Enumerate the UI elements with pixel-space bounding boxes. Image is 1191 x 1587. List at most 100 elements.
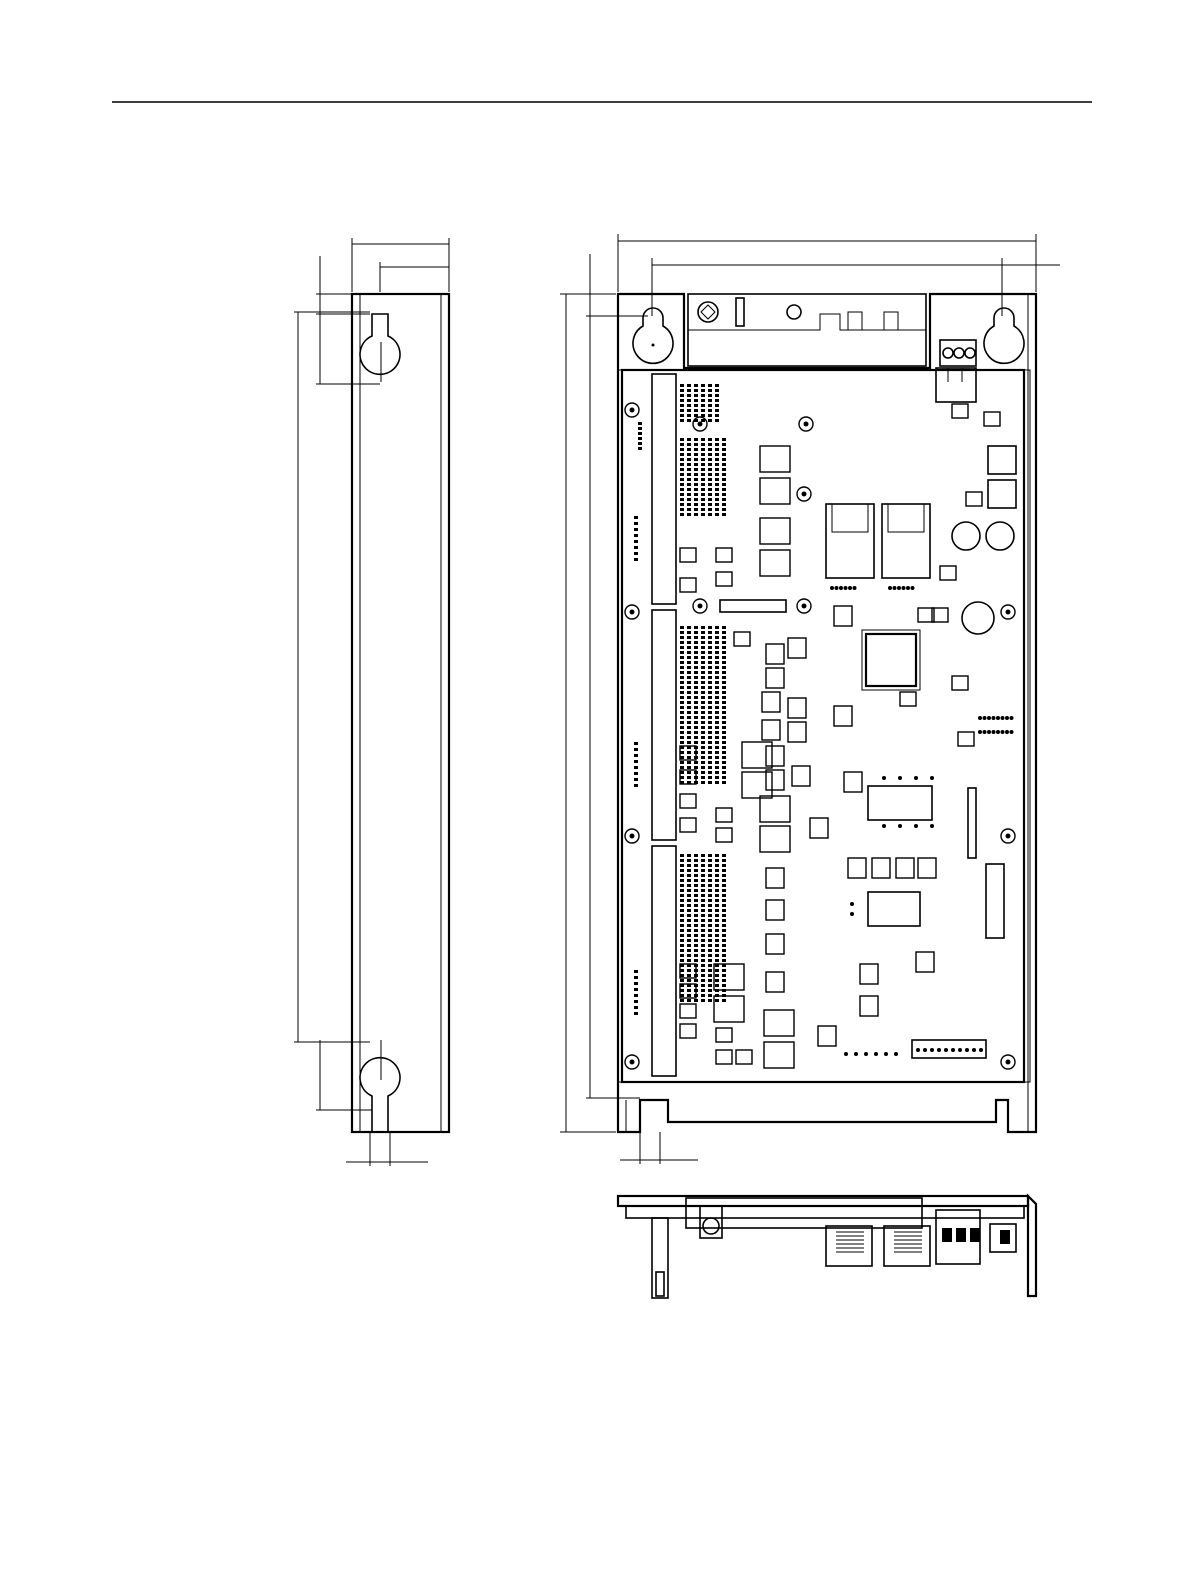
smd-pad [701,463,705,466]
smd-pad [701,999,705,1002]
smd-pad [687,924,691,927]
smd-pad [701,879,705,882]
smd-pad [708,686,712,689]
smd-pad [722,984,726,987]
pin [844,586,848,590]
pcb-screw-center [630,1060,635,1065]
smd-package [760,796,790,822]
smd-pad [701,949,705,952]
smd-pad [634,528,638,531]
smd-pad [715,384,719,387]
smd-pad [722,899,726,902]
smd-pad [715,716,719,719]
smd-pad [694,478,698,481]
smd-pad [638,437,642,440]
smd-pad [708,666,712,669]
smd-pad [708,384,712,387]
smd-pad [708,909,712,912]
smd-pad [694,726,698,729]
smd-package [766,644,784,664]
smd-pad [708,468,712,471]
smd-pad [708,854,712,857]
smd-pad [680,864,684,867]
smd-pad [687,909,691,912]
smd-pad [715,761,719,764]
front-dimensions [560,234,1060,1164]
smd-pad [708,949,712,952]
smd-pad [687,959,691,962]
terminal-screw [956,1228,966,1242]
smd-pad [680,671,684,674]
smd-pad [694,954,698,957]
pin [987,716,991,720]
smd-pad [722,889,726,892]
smd-package [762,692,780,712]
smd-pad [694,414,698,417]
smd-pad [694,493,698,496]
smd-pad [694,671,698,674]
smd-pad [687,999,691,1002]
smd-pad [708,984,712,987]
pin [944,1048,948,1052]
smd-pad [708,706,712,709]
smd-pad [680,651,684,654]
smd-pad [708,776,712,779]
smd-pad [708,458,712,461]
smd-pad [708,721,712,724]
smd-pad [701,874,705,877]
smd-pad [687,751,691,754]
smd-pad [722,741,726,744]
smd-pad [708,934,712,937]
smd-pad [687,706,691,709]
smd-package [900,692,916,706]
smd-pad [715,478,719,481]
smd-package [734,632,750,646]
pin [930,1048,934,1052]
smd-pad [680,884,684,887]
pcb-screw-center [1006,610,1011,615]
smd-pad [715,438,719,441]
smd-pad [701,666,705,669]
smd-pad [722,701,726,704]
smd-pad [687,478,691,481]
smd-pad [701,974,705,977]
smd-pad [722,979,726,982]
smd-pad [680,631,684,634]
smd-package [766,668,784,688]
smd-pad [687,884,691,887]
pcb-screw-center [630,834,635,839]
smd-pad [687,979,691,982]
smd-pad [687,854,691,857]
smd-pad [638,422,642,425]
smd-pad [680,979,684,982]
smd-pad [722,929,726,932]
pcb-screw-center [1006,834,1011,839]
pin [888,586,892,590]
smd-pad [722,681,726,684]
smd-pad [694,721,698,724]
smd-pad [722,443,726,446]
smd-pad [687,443,691,446]
smd-pad [634,760,638,763]
smd-pad [722,686,726,689]
smd-pad [694,409,698,412]
smd-pad [701,636,705,639]
side-body [352,294,449,1132]
smd-pad [708,761,712,764]
smd-package [716,548,732,562]
smd-pad [687,473,691,476]
smd-pad [687,894,691,897]
smd-pad [722,448,726,451]
smd-pad [687,498,691,501]
smd-pad [687,756,691,759]
pin [848,586,852,590]
smd-pad [722,766,726,769]
smd-pad [634,534,638,537]
smd-pad [715,443,719,446]
smd-pad [701,854,705,857]
terminal-screw [942,1228,952,1242]
smd-pad [680,959,684,962]
smd-pad [694,448,698,451]
pin [992,730,996,734]
smd-pad [722,974,726,977]
